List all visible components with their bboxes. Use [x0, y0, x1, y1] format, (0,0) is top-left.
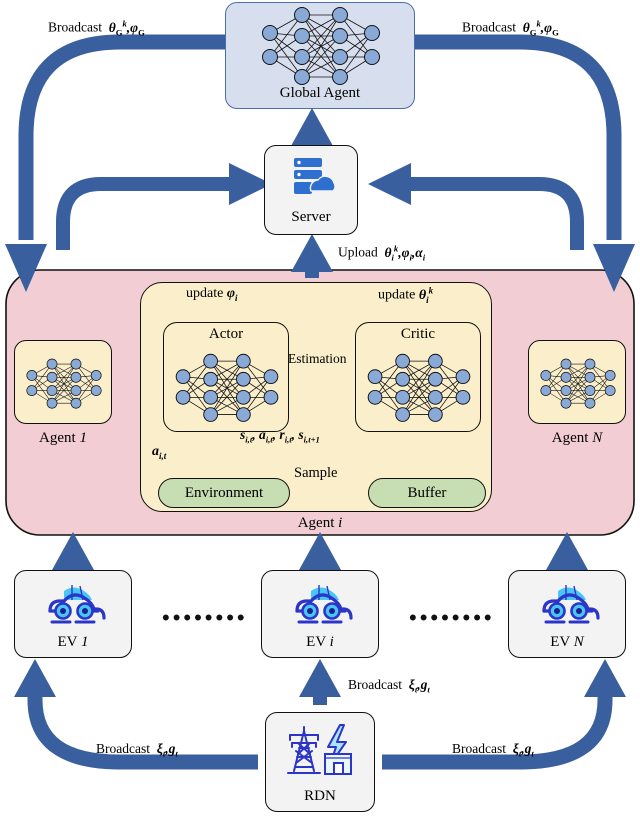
- broadcast-top-left-label: Broadcast θGk,φG: [48, 18, 145, 38]
- electric-car-icon: [295, 585, 353, 624]
- estimation-label: Estimation: [288, 351, 347, 366]
- agent-right-network: [540, 358, 616, 409]
- ev-1-box[interactable]: EV 1: [14, 570, 132, 658]
- global-agent-label: Global Agent: [279, 85, 361, 101]
- broadcast-top-right-prefix: Broadcast: [462, 19, 516, 35]
- upload-label: Upload θik,φi,αi: [338, 243, 426, 263]
- broadcast-top-left-symbols: θGk,φG: [105, 18, 145, 38]
- actor-box[interactable]: Actor: [163, 322, 289, 432]
- agent-right-label-index: N: [592, 430, 603, 446]
- ev-i-label-prefix: EV: [306, 634, 326, 650]
- upload-prefix: Upload: [338, 244, 378, 260]
- agent-center-label: Agent i: [0, 515, 640, 532]
- ev-ellipsis-right: ••••••••: [409, 605, 495, 630]
- agent-left-label-index: 1: [79, 430, 87, 446]
- broadcast-rdn-right-symbols: ξt,gt: [509, 741, 534, 759]
- broadcast-rdn-mid-label: Broadcast ξt,gt: [348, 677, 430, 695]
- broadcast-top-right-symbols: θGk,φG: [519, 18, 559, 38]
- agent-right-to-server-arrow: [398, 177, 584, 250]
- ev-n-label-index: N: [573, 634, 584, 650]
- update-critic-symbol: θik: [418, 285, 434, 305]
- agent-right-label: Agent N: [528, 430, 626, 447]
- ev-i-box[interactable]: EV i: [261, 570, 379, 658]
- electric-car-icon: [542, 585, 600, 624]
- ev-n-label-prefix: EV: [550, 634, 570, 650]
- broadcast-top-left-prefix: Broadcast: [48, 19, 102, 35]
- global-agent-box[interactable]: Global Agent: [225, 2, 415, 109]
- broadcast-rdn-right-prefix: Broadcast: [452, 741, 506, 756]
- broadcast-left-arrow: [18, 34, 225, 240]
- broadcast-rdn-mid-symbols: ξt,gt: [405, 677, 430, 695]
- broadcast-rdn-mid-prefix: Broadcast: [348, 677, 402, 692]
- broadcast-left-arrowhead: [5, 244, 47, 292]
- agent-center-to-server-arrow: [291, 234, 333, 278]
- rdn-to-evi-arrow: [299, 659, 341, 705]
- ev-i-label: EV i: [262, 634, 378, 651]
- agent-right-box[interactable]: [528, 340, 626, 424]
- update-actor-label: update φi: [186, 286, 238, 304]
- critic-network: [367, 353, 471, 422]
- ev-1-label-prefix: EV: [57, 634, 78, 650]
- upload-symbols: θik,φi,αi: [381, 243, 426, 263]
- sample-label: Sample: [294, 465, 338, 481]
- ev-i-label-index: i: [329, 634, 334, 650]
- server-box[interactable]: Server: [264, 145, 358, 235]
- broadcast-rdn-left-prefix: Broadcast: [96, 741, 150, 756]
- update-critic-label: update θik: [378, 285, 434, 305]
- rdn-label: RDN: [304, 788, 336, 804]
- rdn-box[interactable]: RDN: [265, 712, 375, 812]
- action-symbol-label: ai,t: [152, 444, 167, 461]
- server-label: Server: [291, 209, 331, 225]
- broadcast-rdn-right-label: Broadcast ξt,gt: [452, 741, 534, 759]
- environment-pill[interactable]: Environment: [158, 478, 290, 508]
- broadcast-right-arrow: [415, 34, 622, 240]
- update-actor-prefix: update: [186, 286, 224, 301]
- transition-symbols-label: si,t, ai,t, ri,t, si,t+1: [240, 427, 320, 445]
- actor-label: Actor: [208, 326, 244, 342]
- update-critic-prefix: update: [378, 287, 416, 303]
- ev-1-label: EV 1: [15, 634, 131, 651]
- ev-1-label-index: 1: [80, 634, 89, 650]
- broadcast-rdn-left-label: Broadcast ξt,gt: [96, 741, 178, 759]
- agent-left-network: [26, 358, 102, 409]
- rdn-to-evn-arrowhead: [584, 659, 626, 697]
- agent-left-box[interactable]: [14, 340, 112, 424]
- power-grid-icon: [287, 724, 352, 775]
- critic-box[interactable]: Critic: [355, 322, 481, 432]
- agent-center-prefix: Agent: [297, 515, 335, 531]
- update-actor-symbol: φi: [226, 286, 238, 303]
- critic-label: Critic: [400, 326, 436, 342]
- ev-n-label: EV N: [509, 634, 625, 651]
- agent-right-label-prefix: Agent: [551, 430, 589, 446]
- agent-left-label: Agent 1: [14, 430, 112, 447]
- electric-car-icon: [48, 585, 106, 624]
- ev-ellipsis-left: ••••••••: [162, 605, 248, 630]
- broadcast-top-right-label: Broadcast θGk,φG: [462, 18, 559, 38]
- broadcast-rdn-left-symbols: ξt,gt: [153, 741, 178, 759]
- server-to-global-arrow: [291, 108, 333, 146]
- agent-right-to-server-arrowhead: [368, 163, 411, 205]
- ev-n-box[interactable]: EV N: [508, 570, 626, 658]
- rdn-to-ev1-arrowhead: [14, 659, 56, 697]
- agent-left-label-prefix: Agent: [39, 430, 76, 446]
- global-agent-network: [262, 7, 380, 85]
- server-cloud-icon: [294, 158, 336, 194]
- agent-left-to-server-arrow: [56, 177, 242, 250]
- buffer-pill[interactable]: Buffer: [368, 478, 486, 508]
- broadcast-right-arrowhead: [593, 244, 635, 292]
- agent-center-index: i: [338, 515, 343, 531]
- actor-network: [175, 353, 279, 422]
